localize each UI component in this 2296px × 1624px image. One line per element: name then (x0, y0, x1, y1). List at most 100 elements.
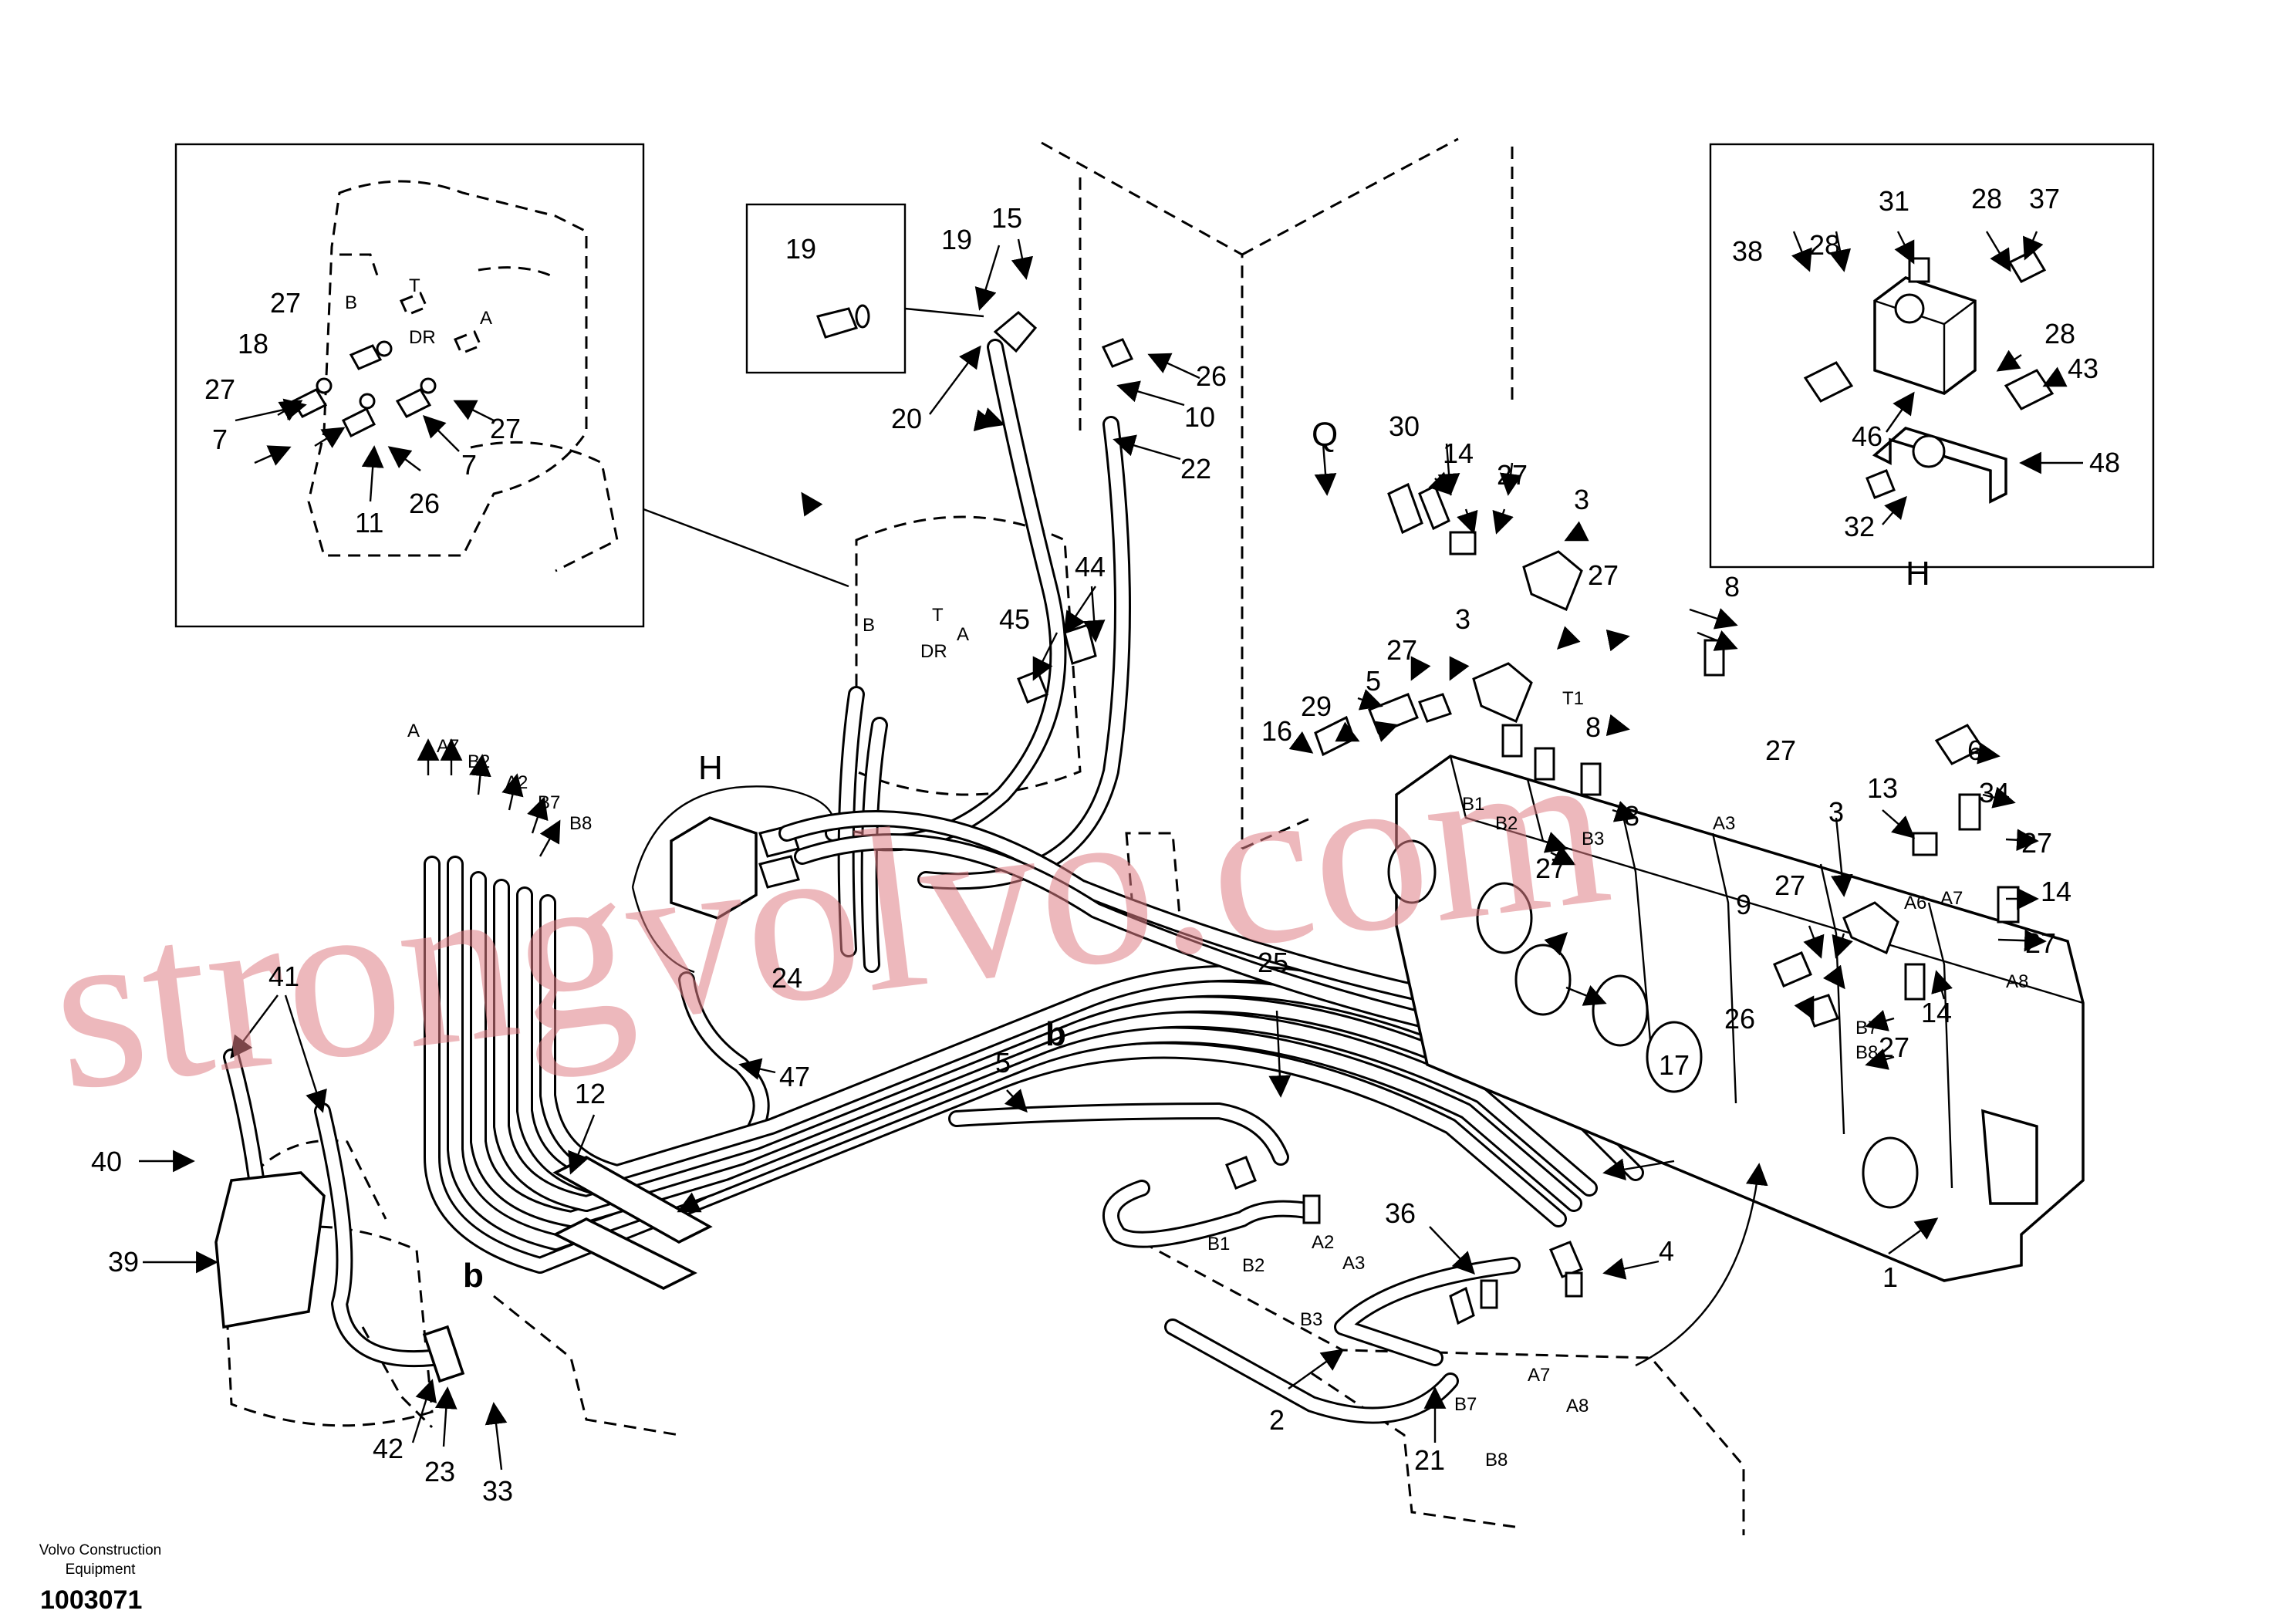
callout-44: 44 (1075, 551, 1106, 582)
callout-21: 21 (1414, 1444, 1445, 1476)
callout-41: 41 (268, 961, 299, 992)
callout-27: 27 (1535, 853, 1566, 884)
callout-38: 38 (1732, 235, 1763, 267)
callout-11: 11 (355, 507, 383, 539)
callout-30: 30 (1389, 410, 1420, 442)
port-label: A3 (1713, 813, 1735, 834)
letter-b-bottom: b (463, 1257, 484, 1295)
port-label: B7 (1855, 1018, 1878, 1038)
callout-3: 3 (1574, 484, 1589, 515)
letter-q: Q (1312, 416, 1338, 454)
callout-48: 48 (2089, 447, 2120, 478)
callout-40: 40 (91, 1146, 122, 1177)
callout-32: 32 (1844, 511, 1875, 542)
callout-19: 19 (785, 233, 816, 265)
callout-15: 15 (991, 202, 1022, 234)
document-number: 1003071 (40, 1585, 142, 1615)
callout-7: 7 (212, 424, 228, 455)
callout-6: 6 (1967, 734, 1983, 766)
port-label: B2 (468, 751, 490, 772)
callout-13: 13 (1867, 772, 1898, 804)
port-labels: A A7 B2 A2 B7 B8 B1 B2 B3 A3 A6 A7 A8 B7… (345, 275, 2028, 1470)
callout-28: 28 (1971, 183, 2002, 214)
port-label: A (407, 721, 420, 741)
callout-26: 26 (1724, 1003, 1755, 1035)
port-label: A2 (505, 772, 528, 793)
callout-17: 17 (1659, 1049, 1690, 1081)
callout-8: 8 (1624, 800, 1639, 832)
callout-27: 27 (1879, 1031, 1909, 1063)
flow-arrow (1635, 1163, 1768, 1367)
footer-credit: Volvo Construction Equipment 1003071 (39, 1542, 161, 1615)
detail-letters: Q H H b b (463, 416, 1930, 1295)
callout-27: 27 (1774, 869, 1805, 901)
port-label: A8 (2006, 971, 2028, 992)
callout-42: 42 (373, 1433, 403, 1464)
detail-leader (643, 508, 849, 588)
port-label: B7 (538, 792, 560, 813)
callout-numbers: 1 2 3 3 3 4 5 5 6 7 7 8 8 8 9 10 11 12 1… (91, 183, 2120, 1507)
callout-27: 27 (1588, 559, 1619, 591)
callout-24: 24 (772, 962, 802, 994)
detail-box-elbow (745, 203, 984, 374)
callout-5: 5 (995, 1047, 1011, 1079)
callout-14: 14 (1443, 437, 1474, 469)
callout-36: 36 (1385, 1197, 1416, 1229)
port-label: B (345, 292, 357, 313)
port-label: A2 (1312, 1232, 1334, 1253)
port-label: A (957, 624, 969, 645)
callout-45: 45 (999, 603, 1030, 635)
detail-box-motor (174, 143, 645, 628)
port-label: A7 (1528, 1365, 1550, 1386)
port-label: A7 (1940, 888, 1963, 909)
callout-26: 26 (409, 488, 440, 519)
callout-16: 16 (1261, 715, 1292, 747)
callout-28: 28 (1809, 229, 1840, 261)
port-label: DR (409, 327, 436, 348)
letter-h-detail: H (1906, 555, 1930, 593)
callout-4: 4 (1659, 1235, 1674, 1267)
credit-line-1: Volvo Construction (39, 1542, 161, 1558)
leader-lines (139, 231, 2083, 1470)
callout-27: 27 (490, 413, 521, 444)
port-label: A7 (437, 736, 459, 757)
callout-27: 27 (270, 287, 301, 319)
callout-2: 2 (1269, 1404, 1285, 1436)
callout-46: 46 (1852, 420, 1882, 452)
port-label: B8 (1855, 1042, 1878, 1063)
callout-27: 27 (2021, 827, 2052, 859)
letter-b-top: b (1045, 1015, 1066, 1053)
callout-26: 26 (1196, 360, 1227, 392)
port-label: A8 (1566, 1396, 1589, 1416)
callout-47: 47 (779, 1061, 810, 1092)
callout-10: 10 (1184, 401, 1215, 433)
callout-1: 1 (1882, 1261, 1898, 1293)
callout-34: 34 (1979, 777, 2010, 809)
port-label: B2 (1242, 1255, 1264, 1276)
control-valve (1387, 755, 2085, 1282)
callout-19: 19 (941, 224, 972, 255)
callout-3: 3 (1455, 603, 1470, 635)
port-label: T (932, 605, 944, 626)
port-label: B3 (1300, 1309, 1322, 1330)
callout-27: 27 (1497, 459, 1528, 491)
port-label: A (480, 308, 492, 329)
callout-37: 37 (2029, 183, 2060, 214)
port-label: B3 (1582, 829, 1604, 849)
port-label: A6 (1904, 893, 1926, 913)
callout-8: 8 (1724, 571, 1740, 603)
port-label: T1 (1562, 688, 1584, 709)
callout-3: 3 (1828, 796, 1844, 828)
callout-8: 8 (1585, 711, 1601, 743)
hose-clamp (552, 1156, 713, 1290)
callout-27: 27 (1386, 634, 1417, 666)
port-label: B1 (1207, 1234, 1230, 1254)
port-label: B1 (1462, 794, 1484, 815)
callout-9: 9 (1736, 889, 1751, 920)
port-label: B2 (1495, 813, 1518, 834)
callout-5: 5 (1366, 665, 1381, 697)
callout-39: 39 (108, 1246, 139, 1278)
callout-18: 18 (238, 328, 268, 360)
